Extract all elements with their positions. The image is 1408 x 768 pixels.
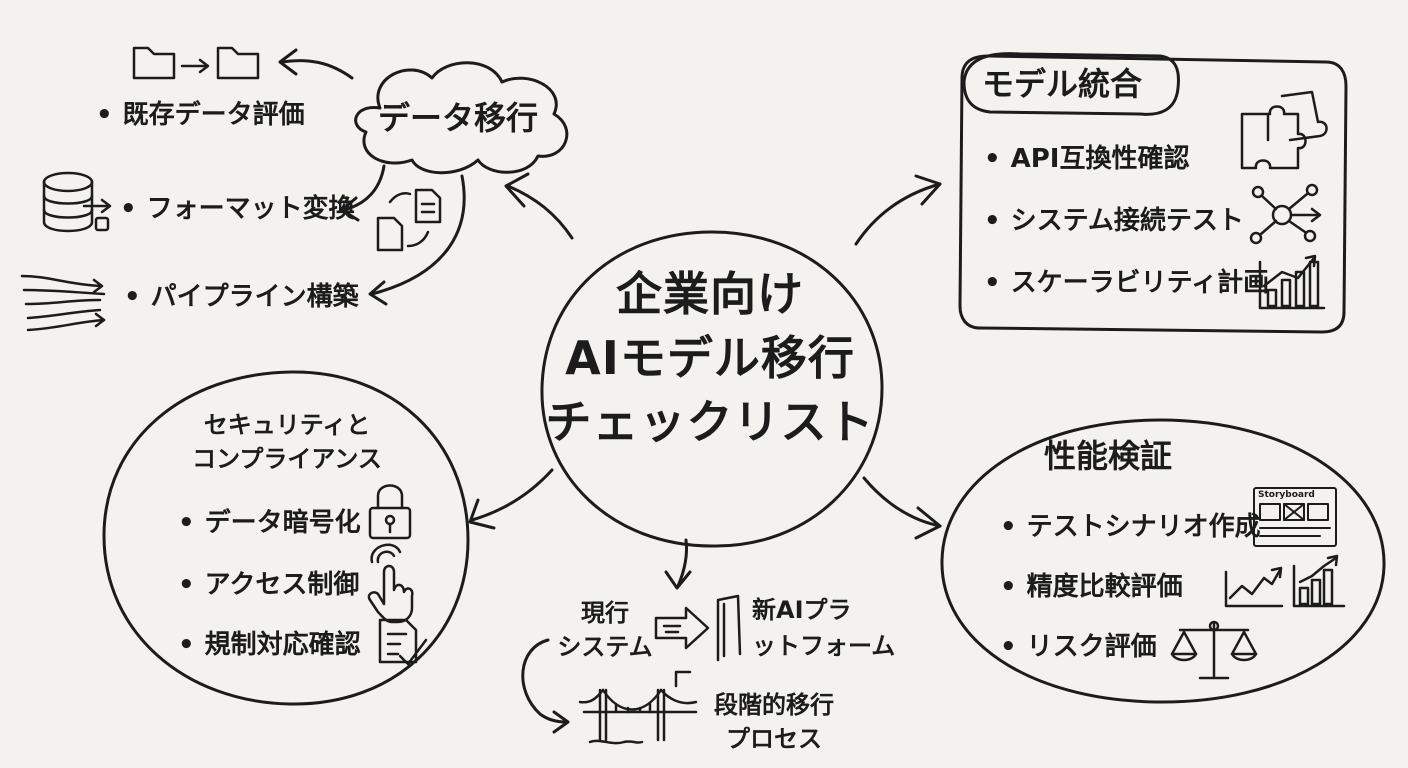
- document-cycle-icon: [376, 188, 442, 252]
- scales-icon: [1170, 620, 1258, 680]
- bar-chart-up-icon: [1258, 254, 1326, 310]
- model-integration-box: [958, 54, 1348, 334]
- performance-item-3: リスク評価: [1000, 634, 1157, 660]
- bar-chart-icon: [1292, 554, 1346, 608]
- model-integration-item-1: API互換性確認: [984, 146, 1190, 172]
- current-system-label: 現行 システム: [552, 596, 658, 664]
- lock-icon: [368, 484, 412, 540]
- center-title: 企業向け AIモデル移行 チェックリスト: [540, 262, 880, 454]
- model-integration-tab: [962, 52, 1180, 116]
- bridge-icon: [578, 670, 698, 745]
- arrow-to-data-migration: [504, 172, 574, 240]
- current-system-line-1: 現行: [581, 599, 629, 627]
- security-circle: [102, 370, 470, 706]
- puzzle-icon: [1240, 90, 1328, 170]
- phased-process-line-2: プロセス: [726, 725, 822, 753]
- database-icon: [42, 171, 112, 233]
- phased-process-line-1: 段階的移行: [714, 691, 834, 719]
- center-circle: [540, 230, 884, 548]
- performance-title: 性能検証: [1044, 437, 1173, 475]
- performance-circle: [940, 418, 1386, 704]
- security-item-2: アクセス制御: [178, 572, 360, 598]
- folder-transfer-icon: [132, 46, 260, 80]
- line-chart-icon: [1224, 566, 1284, 608]
- arrow-to-transition: [664, 538, 692, 590]
- model-integration-item-3: スケーラビリティ計画: [984, 270, 1269, 296]
- arrow-to-security: [468, 468, 554, 530]
- data-migration-item-3: パイプライン構築: [124, 284, 359, 310]
- data-migration-item-1: 既存データ評価: [96, 102, 305, 128]
- storyboard-label: Storyboard: [1258, 490, 1315, 500]
- security-item-1: データ暗号化: [178, 510, 361, 536]
- phased-process-label: 段階的移行 プロセス: [700, 688, 848, 756]
- new-platform-label: 新AIプラ ットフォーム: [752, 592, 895, 664]
- pointer-hand-icon: [367, 543, 414, 624]
- security-title: セキュリティと コンプライアンス: [182, 408, 392, 476]
- security-title-line-2: コンプライアンス: [192, 445, 382, 473]
- network-icon: [1249, 183, 1322, 245]
- new-platform-line-1: 新AIプラ: [752, 596, 852, 624]
- center-title-line-1: 企業向け: [616, 267, 804, 321]
- doorway-icon: [716, 594, 742, 662]
- checklist-document-icon: [378, 618, 428, 666]
- current-system-line-2: システム: [557, 633, 653, 661]
- performance-item-1: テストシナリオ作成: [1000, 514, 1261, 540]
- arrow-right-icon: [654, 606, 710, 650]
- model-integration-item-2: システム接続テスト: [984, 208, 1244, 234]
- performance-item-2: 精度比較評価: [1000, 574, 1183, 600]
- center-title-line-3: チェックリスト: [545, 395, 875, 449]
- data-migration-cloud: [354, 61, 569, 175]
- model-integration-title: モデル統合: [982, 65, 1143, 103]
- transition-loop-arrow: [521, 638, 568, 724]
- cloud-to-pipeline-arrow: [370, 174, 466, 296]
- security-item-3: 規制対応確認: [178, 632, 361, 658]
- new-platform-line-2: ットフォーム: [752, 632, 896, 660]
- cloud-to-folders-arrow: [280, 59, 354, 80]
- arrow-to-performance: [862, 476, 942, 540]
- security-title-line-1: セキュリティと: [203, 411, 371, 439]
- flow-lines-icon: [20, 274, 106, 332]
- data-migration-item-2: フォーマット変換: [120, 196, 355, 222]
- data-migration-title: データ移行: [378, 99, 539, 137]
- arrow-to-model-integration: [854, 174, 942, 246]
- center-title-line-2: AIモデル移行: [565, 331, 855, 385]
